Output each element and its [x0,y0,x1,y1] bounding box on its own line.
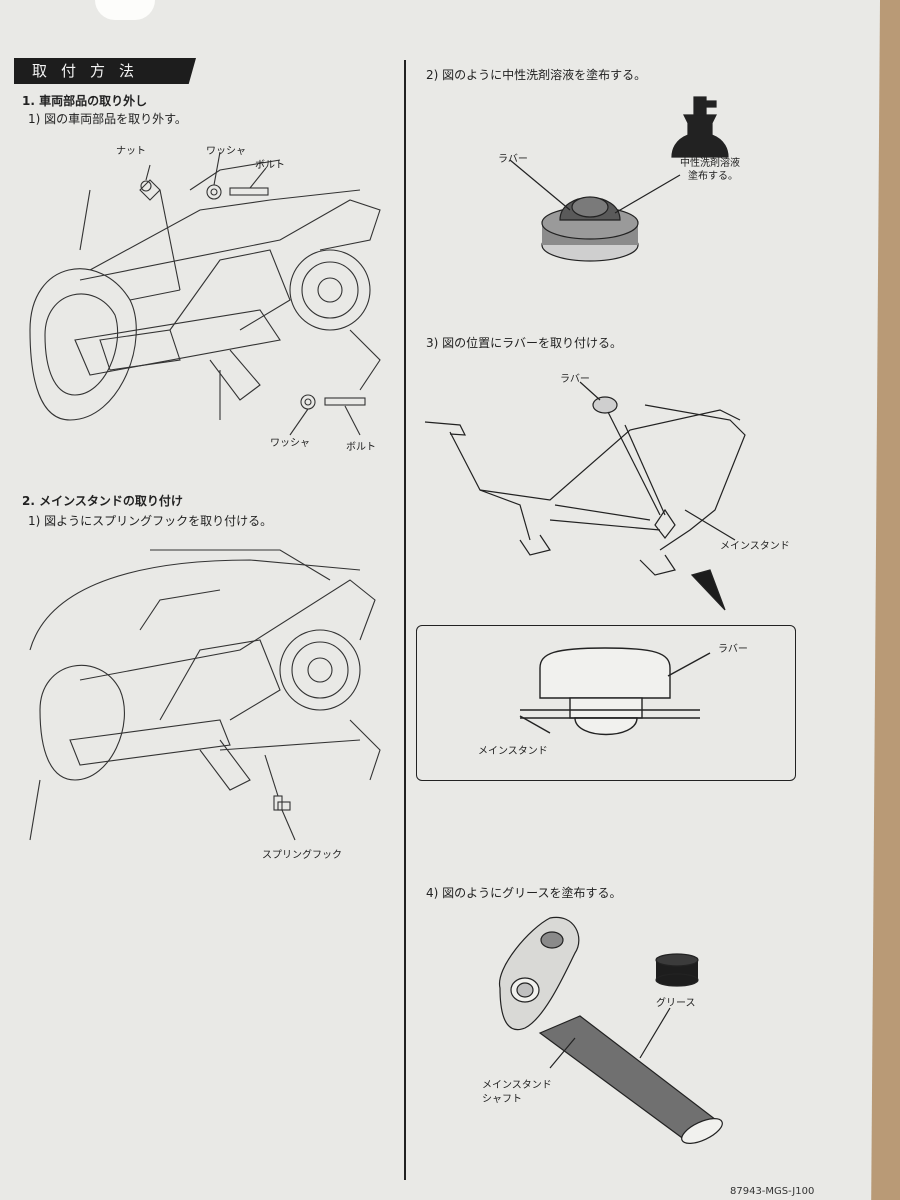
label-detergent-line1: 中性洗剤溶液 [680,158,740,169]
detail-callout-box [416,625,796,781]
label-shaft-line2: シャフト [482,1094,522,1105]
label-bolt-top: ボルト [255,160,285,171]
grease-shaft-diagram [499,916,723,1144]
rubber-detergent-diagram [509,96,729,262]
rubber-detail-diagram [519,647,711,736]
paper-curl [95,0,155,20]
label-shaft-line1: メインスタンド [482,1080,552,1091]
label-rubber-3: ラバー [560,374,590,385]
label-detergent-line2: 塗布する。 [688,171,738,182]
label-washer-top: ワッシャ [206,146,246,157]
document-code: 87943-MGS-J100 [730,1186,815,1197]
removal-diagram [29,151,381,436]
label-spring-hook: スプリングフック [262,850,342,861]
instruction-sheet: 取付方法 1. 車両部品の取り外し 1) 図の車両部品を取り外す。 [0,0,880,1200]
column-divider [404,60,406,1180]
label-rubber-detail: ラバー [718,644,748,655]
label-washer-bottom: ワッシャ [270,438,310,449]
spring-hook-diagram [29,549,381,841]
step1-title: 1. 車両部品の取り外し [22,94,148,108]
label-main-stand-detail: メインスタンド [478,746,548,757]
step2-title: 2. メインスタンドの取り付け [22,494,183,508]
label-grease: グリース [656,998,696,1009]
label-rubber-2: ラバー [498,154,528,165]
page-heading: 取付方法 [14,58,196,84]
step-2-instruction: 2) 図のように中性洗剤溶液を塗布する。 [426,68,647,82]
label-bolt-bottom: ボルト [346,442,376,453]
step2-instruction: 1) 図ようにスプリングフックを取り付ける。 [28,514,273,528]
step-3-instruction: 3) 図の位置にラバーを取り付ける。 [426,336,623,350]
main-stand-diagram [424,381,746,611]
label-main-stand-3: メインスタンド [720,541,790,552]
step1-instruction: 1) 図の車両部品を取り外す。 [28,112,187,126]
label-nut: ナット [116,146,146,157]
step-4-instruction: 4) 図のようにグリースを塗布する。 [426,886,622,900]
